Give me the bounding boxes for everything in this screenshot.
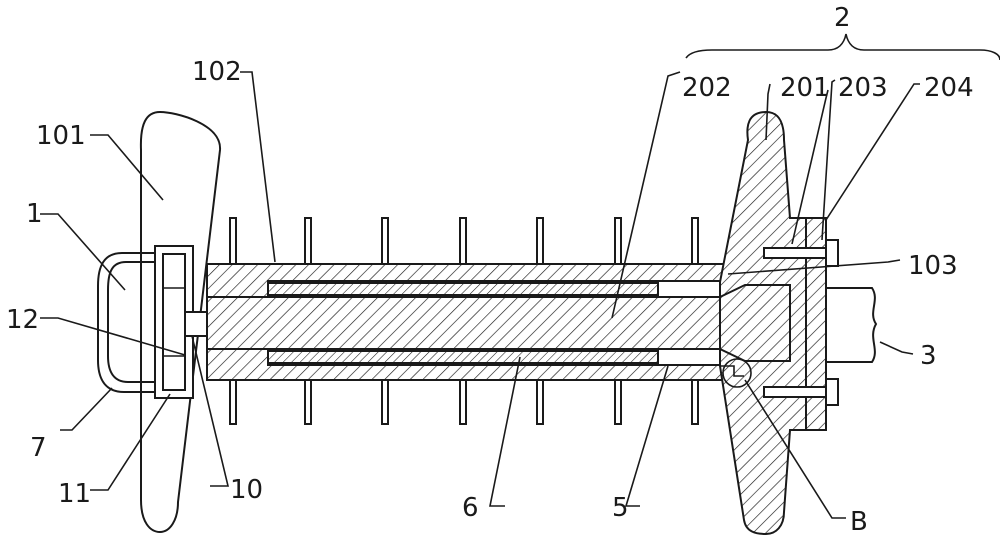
core-rod [206, 296, 728, 350]
handle-loop-inner [107, 261, 155, 383]
label-12: 12 [6, 305, 39, 335]
detail-b-circle [722, 358, 752, 388]
lower-bolt [763, 378, 839, 406]
label-6: 6 [462, 493, 479, 523]
end-cap-inner [162, 253, 186, 391]
label-201: 201 [780, 73, 830, 103]
label-103: 103 [908, 251, 958, 281]
filler-upper [267, 282, 659, 296]
leader-lines [40, 71, 920, 519]
label-1: 1 [26, 199, 43, 229]
label-102: 102 [192, 57, 242, 87]
connector-bolt [184, 311, 208, 337]
connecting-rod [825, 287, 878, 363]
label-3: 3 [920, 341, 937, 371]
group-brace [685, 33, 1000, 61]
label-2: 2 [834, 3, 851, 33]
label-203: 203 [838, 73, 888, 103]
label-B: B [850, 507, 868, 537]
label-202: 202 [682, 73, 732, 103]
label-5: 5 [612, 493, 629, 523]
label-7: 7 [30, 433, 47, 463]
label-11: 11 [58, 479, 91, 509]
upper-bolt [763, 239, 839, 267]
label-101: 101 [36, 121, 86, 151]
filler-lower [267, 350, 659, 364]
label-204: 204 [924, 73, 974, 103]
handle-loop [97, 252, 155, 393]
label-10: 10 [230, 475, 263, 505]
